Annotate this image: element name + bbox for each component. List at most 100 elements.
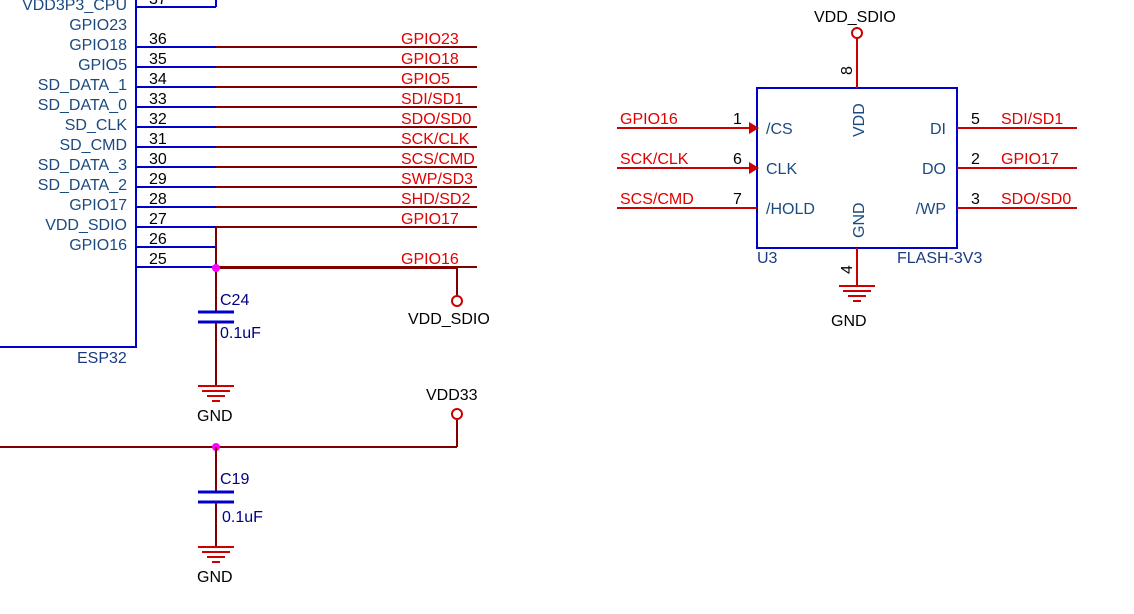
flash-left-pin-name: /CS	[766, 121, 793, 138]
flash-ground-symbol	[839, 285, 875, 302]
esp32-pin-number: 29	[149, 171, 167, 188]
c19-gnd-label: GND	[197, 569, 233, 586]
esp32-symbol: ESP32 VDD3P3_CPU37GPIO23GPIO2336GPIO18GP…	[0, 0, 477, 367]
vdd-sdio-port-label: VDD_SDIO	[408, 311, 490, 328]
esp32-pin-signal-name: GPIO17	[69, 197, 127, 214]
esp32-net-label: SCK/CLK	[401, 131, 470, 148]
esp32-pin-signal-name: GPIO5	[78, 57, 127, 74]
esp32-pin-number: 36	[149, 31, 167, 48]
flash-vdd-pin-number: 8	[839, 66, 856, 75]
esp32-net-label: GPIO5	[401, 71, 450, 88]
esp32-pin-number: 31	[149, 131, 167, 148]
flash-left-net-label: GPIO16	[620, 111, 678, 128]
esp32-pin-number: 30	[149, 151, 167, 168]
c19-ref-label: C19	[220, 471, 249, 488]
flash-right-pins: SDI/SD1 5DI GPIO17 2DO SDO/SD0 3/WP	[916, 111, 1077, 218]
flash-left-pin-number: 6	[733, 151, 742, 168]
c24-value-label: 0.1uF	[220, 325, 261, 342]
flash-gnd-pin-name: GND	[851, 202, 868, 238]
esp32-pin-signal-name: SD_DATA_2	[38, 177, 127, 194]
flash-right-pin: SDI/SD1 5DI	[930, 111, 1077, 138]
c19-value-label: 0.1uF	[222, 509, 263, 526]
flash-left-pin: GPIO16 1/CS	[617, 111, 793, 138]
esp32-pin-signal-name: SD_DATA_0	[38, 97, 127, 114]
c19-capacitor-network: VDD33 C19 0.1uF GND	[0, 387, 478, 586]
flash-left-pin-number: 7	[733, 191, 742, 208]
flash-input-arrow	[749, 162, 759, 174]
esp32-pin-number: 35	[149, 51, 167, 68]
esp32-net-label: SDO/SD0	[401, 111, 471, 128]
flash-input-arrow	[749, 122, 759, 134]
flash-part-label: FLASH-3V3	[897, 250, 982, 267]
esp32-ref-label: ESP32	[77, 350, 127, 367]
esp32-net-label: GPIO17	[401, 211, 459, 228]
esp32-net-label: GPIO18	[401, 51, 459, 68]
c24-capacitor-network: VDD_SDIO C24 0.1uF GND	[197, 228, 490, 425]
esp32-pin-row: SD_CLK SCK/CLK 31	[65, 117, 477, 148]
c24-ground-symbol	[198, 385, 234, 402]
esp32-pin-number: 28	[149, 191, 167, 208]
flash-vdd-pin-name: VDD	[851, 103, 868, 137]
esp32-pin-number: 37	[149, 0, 167, 8]
esp32-net-label: SHD/SD2	[401, 191, 470, 208]
esp32-pin-signal-name: SD_DATA_1	[38, 77, 127, 94]
esp32-pin-number: 26	[149, 231, 167, 248]
flash-vdd-net-label: VDD_SDIO	[814, 9, 896, 26]
flash-right-net-label: GPIO17	[1001, 151, 1059, 168]
c24-ref-label: C24	[220, 292, 249, 309]
esp32-pin-number: 33	[149, 91, 167, 108]
esp32-net-label: GPIO16	[401, 251, 459, 268]
c19-ground-symbol	[198, 546, 234, 563]
esp32-pin-number: 27	[149, 211, 167, 228]
flash-left-net-label: SCS/CMD	[620, 191, 694, 208]
flash-left-pin-name: /HOLD	[766, 201, 815, 218]
esp32-pin-signal-name: VDD_SDIO	[45, 217, 127, 234]
flash-u3-symbol: VDD_SDIO 8 VDD 4 GND GND U3 FLASH-3V3 GP…	[617, 9, 1077, 330]
flash-right-net-label: SDO/SD0	[1001, 191, 1071, 208]
esp32-pin-number: 25	[149, 251, 167, 268]
esp32-body-outline	[0, 0, 137, 348]
flash-left-net-label: SCK/CLK	[620, 151, 689, 168]
flash-gnd-net-label: GND	[831, 313, 867, 330]
flash-left-pin-name: CLK	[766, 161, 797, 178]
esp32-pin-signal-name: GPIO16	[69, 237, 127, 254]
esp32-pin-number: 34	[149, 71, 167, 88]
esp32-net-label: SWP/SD3	[401, 171, 473, 188]
flash-right-net-label: SDI/SD1	[1001, 111, 1063, 128]
c24-junction-dot	[212, 264, 220, 272]
flash-left-pin: SCS/CMD 7/HOLD	[617, 191, 815, 218]
flash-right-pin-number: 2	[971, 151, 980, 168]
esp32-pin-signal-name: SD_CMD	[59, 137, 127, 154]
flash-right-pin-name: DO	[922, 161, 946, 178]
esp32-pin-row: VDD3P3_CPU37	[22, 0, 167, 14]
esp32-pin-row: VDD_SDIO 26	[45, 217, 216, 248]
flash-right-pin-number: 5	[971, 111, 980, 128]
flash-right-pin-name: DI	[930, 121, 946, 138]
esp32-net-label: GPIO23	[401, 31, 459, 48]
flash-left-pin-number: 1	[733, 111, 742, 128]
esp32-net-label: SDI/SD1	[401, 91, 463, 108]
esp32-pin-signal-name: GPIO18	[69, 37, 127, 54]
c24-gnd-label: GND	[197, 408, 233, 425]
flash-vdd-port-circle	[851, 27, 863, 39]
flash-ref-label: U3	[757, 250, 778, 267]
esp32-pin-number: 32	[149, 111, 167, 128]
esp32-pin-signal-name: GPIO23	[69, 17, 127, 34]
flash-right-pin-number: 3	[971, 191, 980, 208]
esp32-pin-signal-name: SD_CLK	[65, 117, 128, 134]
flash-right-pin: SDO/SD0 3/WP	[916, 191, 1077, 218]
flash-right-pin-name: /WP	[916, 201, 946, 218]
